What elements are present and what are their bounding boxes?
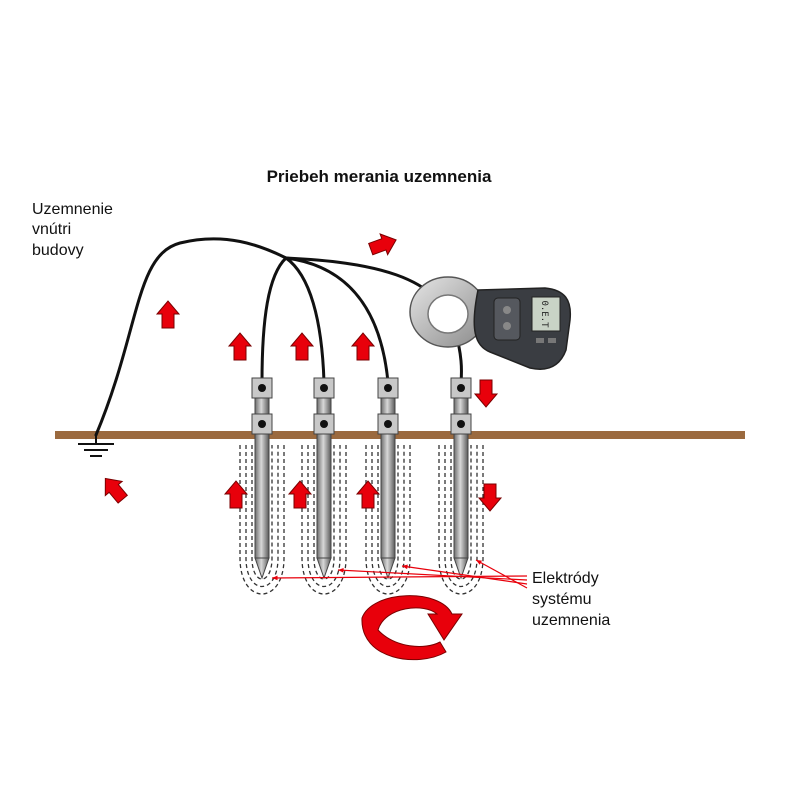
pointer-line-3 bbox=[401, 564, 528, 585]
pointer-line-2 bbox=[337, 567, 528, 581]
electrodes-label-line-2: systému bbox=[532, 591, 592, 608]
electrode-3 bbox=[377, 377, 399, 580]
field-line bbox=[239, 445, 285, 595]
field-line bbox=[444, 445, 478, 587]
wire-electrode-3 bbox=[284, 256, 390, 384]
current-arrow-icon bbox=[350, 332, 376, 361]
field-line bbox=[450, 445, 472, 580]
field-line bbox=[371, 445, 405, 587]
current-arrow-icon bbox=[227, 332, 253, 361]
meter-display bbox=[531, 296, 561, 332]
electrode-1 bbox=[251, 377, 273, 580]
building-ground-label-line-1: Uzemnenie bbox=[32, 201, 113, 218]
current-arrow-icon bbox=[104, 477, 129, 504]
current-arrow-icon bbox=[355, 480, 381, 509]
electrodes-label-line-3: uzemnenia bbox=[532, 612, 610, 629]
electrode-4 bbox=[450, 377, 472, 580]
electrodes-label: Elektródy systému uzemnenia bbox=[532, 570, 610, 629]
current-arrow-icon bbox=[477, 483, 503, 512]
current-arrow-icon bbox=[473, 379, 499, 408]
electrode-pointer-lines bbox=[271, 559, 528, 589]
current-arrow-icon bbox=[368, 233, 397, 256]
field-line bbox=[245, 445, 279, 587]
clamp-meter-icon: 0.E.T bbox=[409, 276, 572, 370]
grounding-electrodes bbox=[251, 377, 472, 580]
field-line bbox=[438, 445, 484, 595]
pointer-line-1 bbox=[271, 575, 528, 581]
diagram-title: Priebeh merania uzemnenia bbox=[267, 167, 492, 186]
current-field-lines bbox=[239, 445, 484, 595]
current-arrows bbox=[104, 233, 503, 512]
current-arrow-icon bbox=[223, 480, 249, 509]
pointer-line-4 bbox=[475, 559, 528, 589]
ground-symbol-icon bbox=[78, 435, 114, 457]
field-line bbox=[307, 445, 341, 587]
wires bbox=[94, 237, 463, 437]
field-line bbox=[301, 445, 347, 595]
wire-electrode-1 bbox=[260, 256, 288, 384]
wire-building-ground bbox=[94, 237, 288, 437]
current-arrow-icon bbox=[155, 300, 181, 329]
building-ground-label: Uzemnenie vnútri budovy bbox=[32, 201, 113, 259]
field-line bbox=[365, 445, 411, 595]
building-ground-label-line-3: budovy bbox=[32, 242, 84, 259]
ground-surface bbox=[55, 431, 745, 439]
electrode-2 bbox=[313, 377, 335, 580]
field-line bbox=[313, 445, 335, 580]
current-arrow-icon bbox=[287, 480, 313, 509]
field-line bbox=[251, 445, 273, 580]
building-ground-label-line-2: vnútri bbox=[32, 221, 71, 238]
electrodes-label-line-1: Elektródy bbox=[532, 570, 599, 587]
current-arrow-icon bbox=[289, 332, 315, 361]
field-line bbox=[377, 445, 399, 580]
meter-display-reading: 0.E.T bbox=[539, 300, 549, 328]
rotation-arrow-icon bbox=[361, 595, 463, 661]
wire-electrode-2 bbox=[284, 256, 326, 384]
